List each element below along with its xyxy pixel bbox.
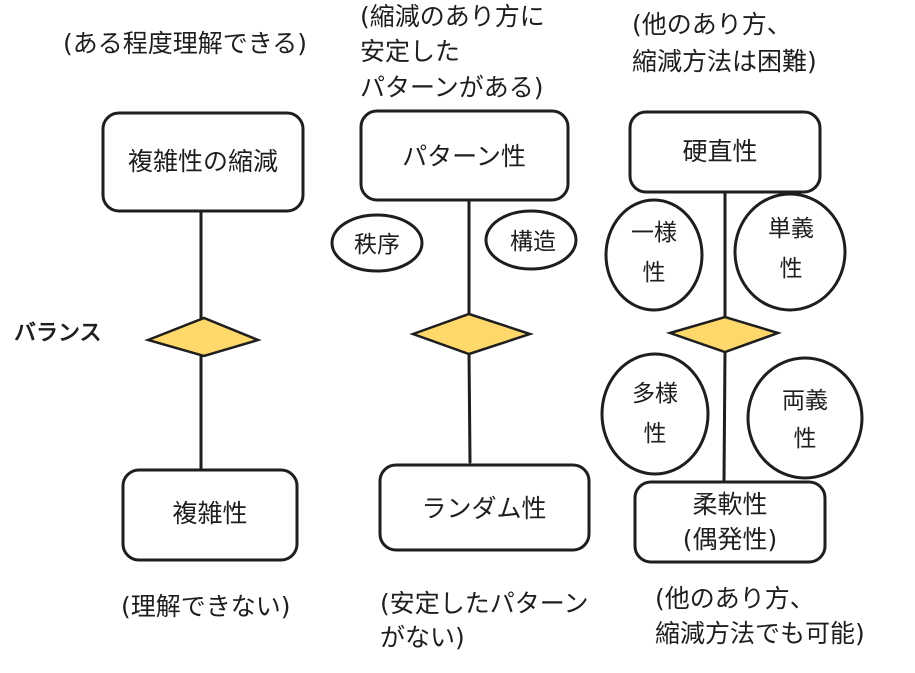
oval-univocity [733, 192, 847, 312]
oval-univocity-label-1: 単義 [768, 216, 814, 242]
oval-ambiguity-label-1: 両義 [782, 388, 828, 414]
note-understandable: (ある程度理解できる) [63, 29, 307, 58]
note-no-pattern-line2: がない) [380, 623, 465, 652]
balance-diamond [665, 315, 782, 354]
column-pattern: (縮減のあり方に 安定した パターンがある) パターン性 秩序 構造 ランダム性… [330, 2, 591, 652]
box-randomness [378, 463, 591, 552]
note-not-understandable: (理解できない) [121, 592, 291, 621]
oval-diversity-label-1: 多様 [632, 381, 678, 407]
balance-diamond [409, 312, 535, 356]
oval-diversity [600, 352, 710, 476]
oval-ambiguity [746, 356, 864, 480]
box-pattern-label: パターン性 [402, 142, 526, 171]
box-flexibility-label-2: (偶発性) [683, 525, 778, 554]
balance-label: バランス [14, 321, 102, 346]
box-complexity [121, 468, 299, 562]
column-complexity: (ある程度理解できる) 複雑性の縮減 バランス 複雑性 (理解できない) [14, 29, 307, 621]
oval-order [330, 213, 424, 273]
box-flexibility-label-1: 柔軟性 [692, 490, 767, 519]
box-complexity-label: 複雑性 [172, 499, 247, 528]
box-flexibility [633, 480, 827, 564]
box-complexity-reduction [101, 111, 305, 213]
oval-uniformity-label-2: 性 [643, 260, 666, 286]
oval-structure [484, 209, 578, 271]
column-rigidity: (他のあり方、 縮減方法は困難) 硬直性 一様 性 単義 性 多様 性 両義 性… [600, 10, 865, 648]
oval-order-label: 秩序 [354, 232, 400, 258]
box-rigidity-label: 硬直性 [682, 137, 757, 166]
note-pattern-line3: パターンがある) [360, 73, 544, 102]
note-rigidity-line2: 縮減方法は困難) [632, 47, 817, 76]
oval-diversity-label-2: 性 [644, 421, 667, 447]
box-randomness-label: ランダム性 [421, 494, 546, 523]
oval-uniformity [604, 198, 704, 312]
box-rigidity [628, 110, 822, 194]
oval-ambiguity-label-2: 性 [794, 426, 817, 452]
box-pattern [359, 109, 570, 202]
connector-line [722, 350, 727, 484]
note-rigidity-line1: (他のあり方、 [632, 10, 792, 39]
note-no-pattern-line1: (安定したパターン [380, 589, 589, 618]
note-flexible-line1: (他のあり方、 [655, 584, 815, 613]
note-pattern-line2: 安定した [360, 37, 460, 66]
oval-univocity-label-2: 性 [780, 256, 803, 282]
note-flexible-line2: 縮減方法でも可能) [655, 619, 865, 648]
balance-diamond [144, 316, 262, 358]
oval-structure-label: 構造 [510, 229, 556, 255]
connector-line [467, 350, 472, 464]
box-complexity-reduction-label: 複雑性の縮減 [128, 147, 278, 176]
oval-uniformity-label-1: 一様 [631, 220, 677, 246]
note-pattern-line1: (縮減のあり方に [360, 2, 545, 31]
